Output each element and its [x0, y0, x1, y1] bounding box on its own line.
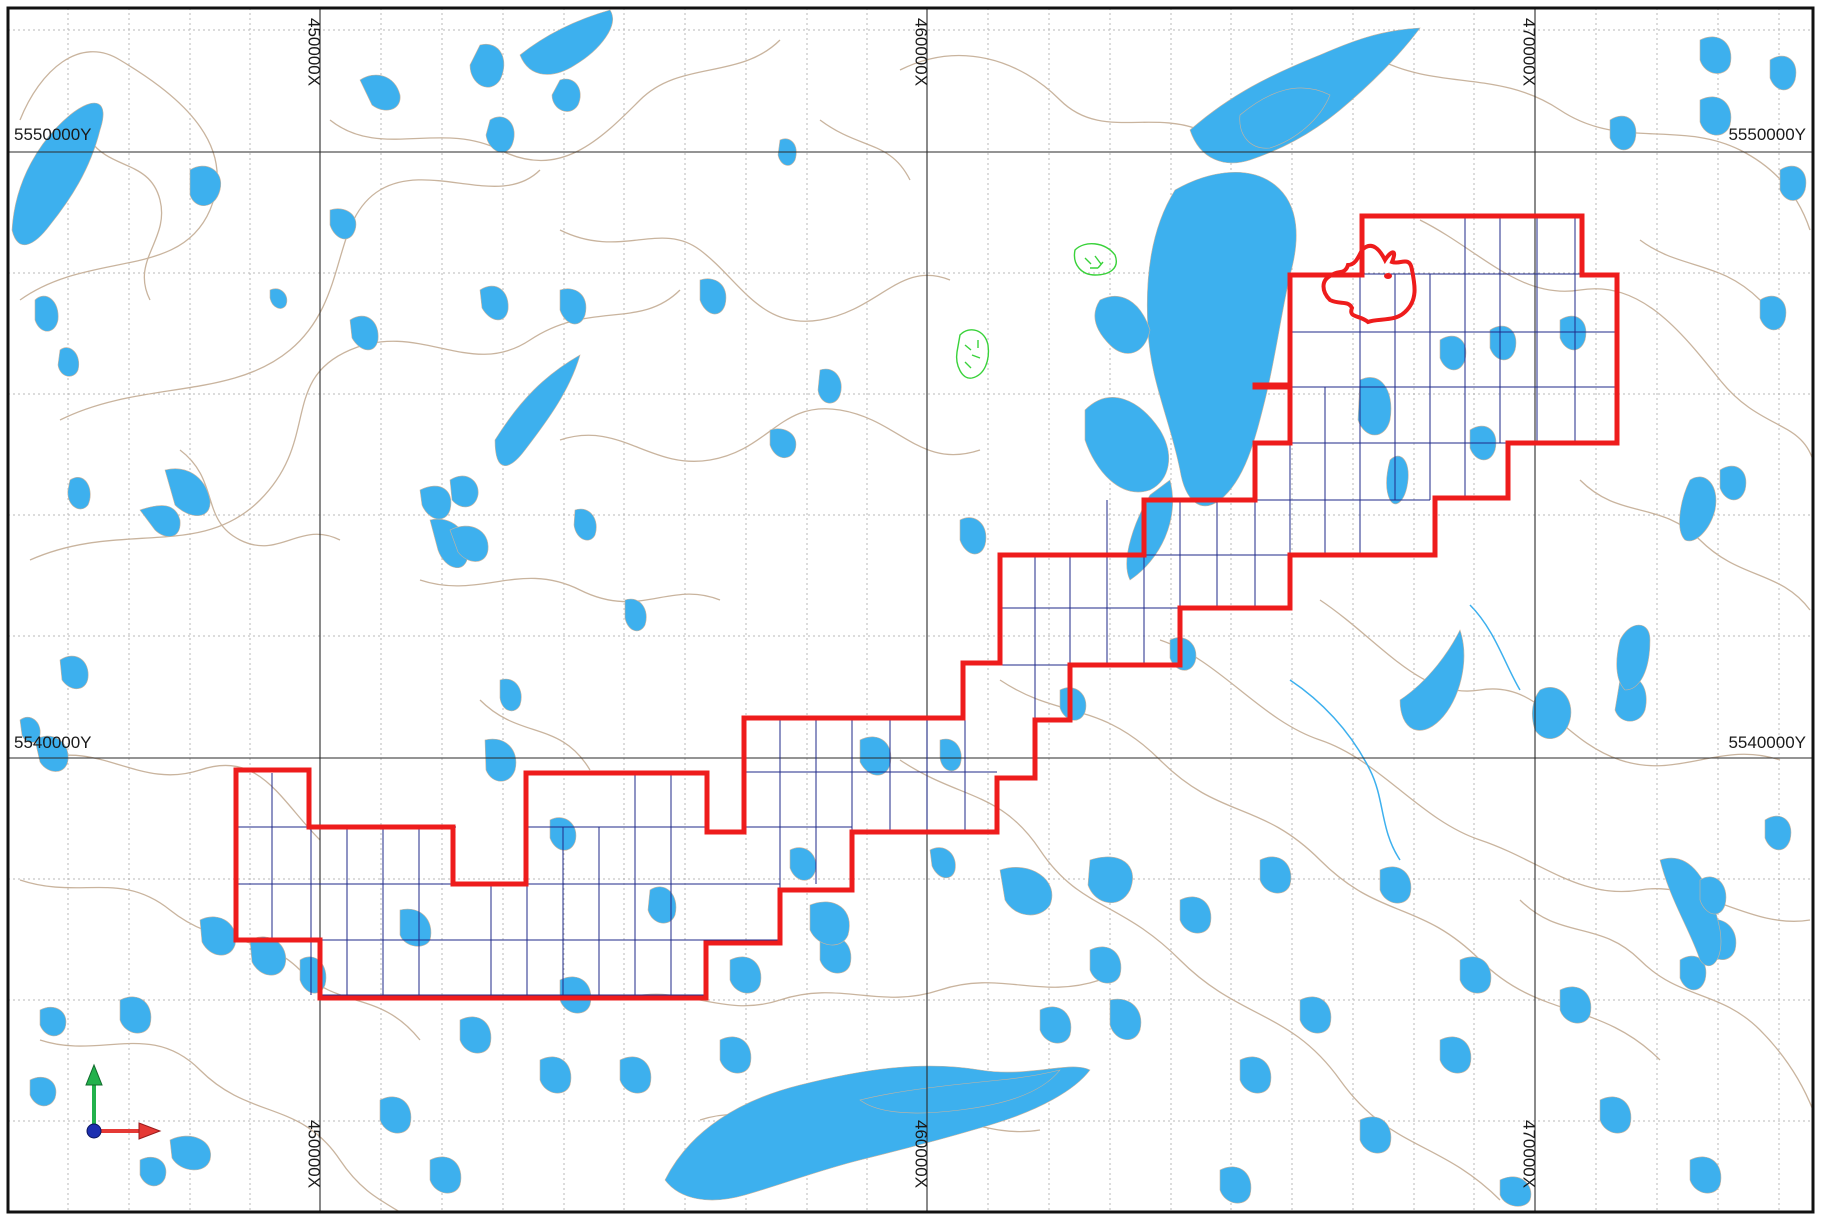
lake-west-chain — [494, 354, 581, 466]
axis-triad — [85, 1063, 162, 1140]
grid-labels: 450000X 460000X 470000X 450000X 460000X … — [14, 18, 1806, 1188]
label-x-450-top: 450000X — [305, 18, 324, 86]
claim-exclusion[interactable] — [1321, 243, 1417, 325]
label-y-5550-right: 5550000Y — [1728, 125, 1806, 144]
label-x-470-bottom: 470000X — [1520, 1120, 1539, 1188]
lakes — [11, 9, 1807, 1207]
label-y-5540-right: 5540000Y — [1728, 733, 1806, 752]
claim-exclusion-dot — [1384, 273, 1392, 279]
label-x-450-bottom: 450000X — [305, 1120, 324, 1188]
wetland-north — [1073, 243, 1117, 276]
label-y-5540-left: 5540000Y — [14, 733, 92, 752]
label-y-5550-left: 5550000Y — [14, 125, 92, 144]
label-x-470-top: 470000X — [1520, 18, 1539, 86]
origin-dot-icon — [86, 1123, 102, 1139]
lake-south-tail — [859, 1069, 1061, 1114]
claim-boundary-outline[interactable] — [233, 213, 1620, 1001]
streams — [1289, 604, 1521, 861]
wetland-south — [955, 329, 990, 379]
major-grid — [8, 8, 1813, 1212]
lake-west-channel — [1094, 295, 1151, 354]
lake-northwest — [519, 9, 613, 75]
wetlands — [955, 243, 1117, 379]
lake-north-arm-2 — [1239, 87, 1331, 149]
label-x-460-bottom: 460000X — [912, 1120, 931, 1188]
east-axis-arrow-icon — [94, 1122, 162, 1140]
lake-east-small — [1357, 377, 1392, 436]
north-axis-arrow-icon — [85, 1063, 103, 1130]
lake-west-arm — [1084, 397, 1169, 493]
label-x-460-top: 460000X — [912, 18, 931, 86]
map-frame — [6, 6, 1815, 1214]
